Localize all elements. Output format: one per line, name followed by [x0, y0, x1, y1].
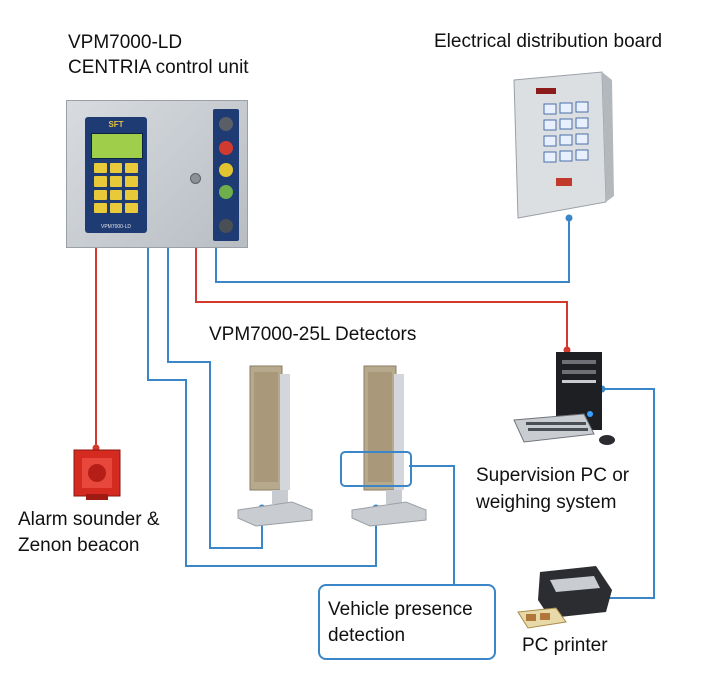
- key-switch-icon: [219, 219, 233, 233]
- vehicle-presence-line1: Vehicle presence: [328, 599, 473, 620]
- detector1-wire: [167, 246, 263, 549]
- key: [94, 202, 107, 213]
- key: [109, 202, 123, 213]
- connector-dot: [565, 214, 573, 222]
- key: [125, 189, 138, 200]
- supervision-pc-label-line1: Supervision PC or: [476, 465, 630, 486]
- yellow-lamp-icon: [219, 163, 233, 177]
- vehicle-presence-wire: [409, 465, 455, 584]
- distribution-board-icon: [513, 71, 614, 219]
- door-lock-icon: [190, 173, 201, 184]
- detector-2: [351, 365, 427, 527]
- control-unit-title-line1: VPM7000-LD: [68, 32, 183, 53]
- supervision-pc-icon: [513, 352, 615, 445]
- control-unit-keypad: [94, 163, 138, 213]
- control-unit-title: VPM7000-LD CENTRIA control unit: [68, 30, 249, 80]
- key: [109, 189, 123, 200]
- alarm-label-line2: Zenon beacon: [18, 535, 140, 556]
- key: [94, 189, 107, 200]
- control-unit-model-plate: VPM7000-LD: [100, 224, 131, 230]
- printer-label: PC printer: [522, 635, 608, 656]
- supervision-pc-label-line2: weighing system: [476, 492, 617, 513]
- connector-dot: [563, 346, 571, 354]
- vehicle-presence-line2: detection: [328, 625, 406, 646]
- key: [125, 163, 138, 174]
- control-unit-indicator-panel: [213, 109, 239, 241]
- key: [109, 176, 123, 187]
- vehicle-presence-sensor-highlight: [340, 451, 412, 487]
- detector-1: [237, 365, 313, 527]
- power-wire: [215, 218, 570, 283]
- pc-printer-wire: [602, 388, 655, 599]
- pc-control-wire: [195, 246, 568, 350]
- detectors-label: VPM7000-25L Detectors: [209, 324, 417, 345]
- key: [94, 163, 107, 174]
- printer-icon: [517, 566, 612, 629]
- key: [125, 202, 138, 213]
- detector2-wire: [147, 246, 377, 567]
- green-lamp-icon: [219, 185, 233, 199]
- control-unit: SFT VPM7000-LD: [66, 100, 248, 248]
- vehicle-presence-callout: Vehicle presence detection: [318, 584, 496, 660]
- key: [125, 176, 138, 187]
- alarm-label-line1: Alarm sounder &: [18, 509, 160, 530]
- key: [109, 163, 123, 174]
- control-unit-brand: SFT: [108, 120, 124, 129]
- distribution-board-label: Electrical distribution board: [434, 31, 663, 52]
- alarm-sounder-icon: [73, 449, 121, 500]
- grey-button-icon: [219, 117, 233, 131]
- control-unit-lcd: [91, 133, 143, 159]
- key: [94, 176, 107, 187]
- control-unit-title-line2: CENTRIA control unit: [68, 57, 249, 78]
- control-unit-keypad-panel: SFT VPM7000-LD: [85, 117, 147, 233]
- red-lamp-icon: [219, 141, 233, 155]
